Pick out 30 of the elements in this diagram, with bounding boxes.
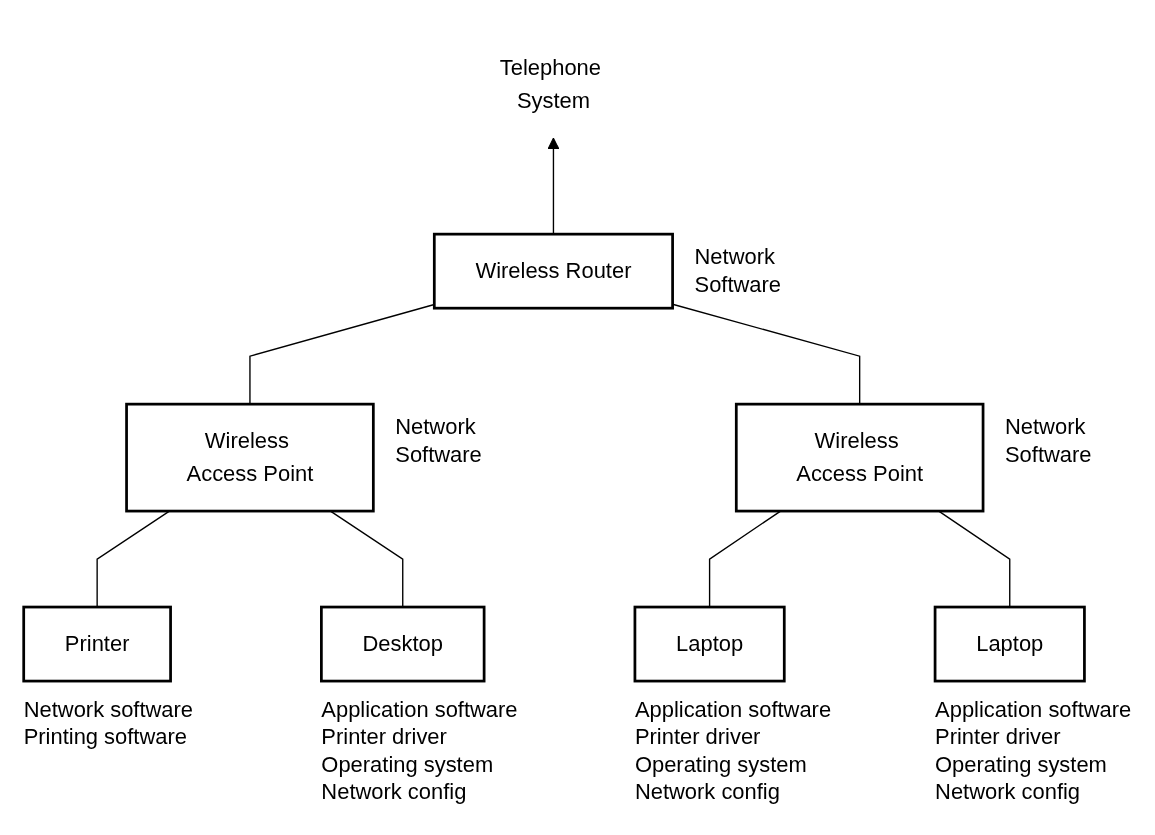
annotation-text: Application software bbox=[321, 696, 518, 722]
node-box: Laptop bbox=[633, 605, 786, 683]
annotation-text: Printer driver bbox=[935, 724, 1061, 750]
node-box: Laptop bbox=[933, 605, 1086, 683]
annotation-text: Printing software bbox=[23, 724, 187, 750]
arrow bbox=[547, 137, 560, 235]
annotation-text: Software bbox=[1005, 441, 1092, 467]
node-box: Wireless Router bbox=[432, 232, 674, 310]
node-box: Wireless Access Point bbox=[734, 402, 985, 513]
annotation-text: Operating system bbox=[321, 751, 494, 777]
node-box: Wireless Access Point bbox=[125, 402, 375, 513]
connector bbox=[249, 303, 435, 405]
annotation-text: Printer driver bbox=[321, 724, 447, 750]
annotation-text: Application software bbox=[935, 696, 1132, 722]
node-box: Printer bbox=[22, 605, 172, 683]
annotation-text: Network bbox=[395, 414, 476, 440]
annotation-text: Network bbox=[694, 244, 775, 270]
node-box: Desktop bbox=[320, 605, 486, 683]
annotation-text: Application software bbox=[634, 696, 832, 722]
annotation-text: Operating system bbox=[935, 751, 1107, 777]
annotation-text: Network config bbox=[321, 779, 467, 804]
annotation-text: Network config bbox=[634, 779, 780, 804]
annotation-text: Software bbox=[395, 441, 482, 467]
annotation-text: Network bbox=[1005, 414, 1086, 440]
annotation-text: Software bbox=[694, 271, 782, 297]
annotation-text: Network software bbox=[23, 696, 194, 722]
annotation-text: Printer driver bbox=[634, 724, 761, 750]
annotation-text: Operating system bbox=[634, 751, 807, 777]
node-text: Telephone System bbox=[499, 55, 601, 113]
annotation-text: Network config bbox=[935, 779, 1081, 804]
